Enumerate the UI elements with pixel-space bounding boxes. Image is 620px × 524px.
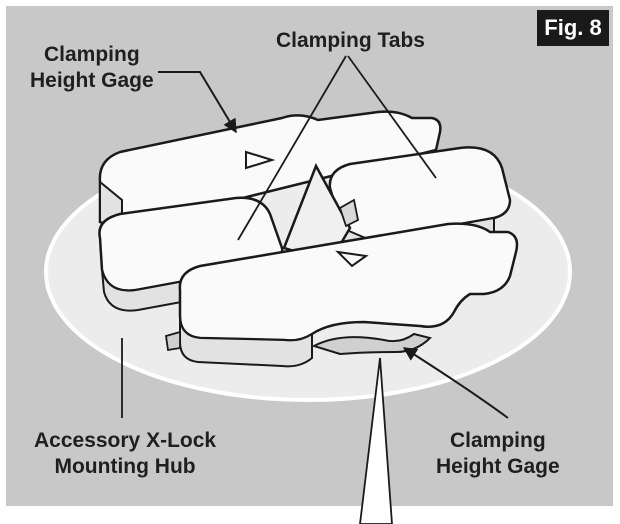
pointer-wedge	[359, 357, 393, 524]
leader-height-gage-bottom	[402, 347, 509, 419]
label-height-gage-bottom-line1: Clamping	[450, 429, 546, 452]
label-mounting-hub-line2: Mounting Hub	[54, 455, 196, 478]
figure-number-badge: Fig. 8	[537, 10, 609, 46]
label-height-gage-top-line2: Height Gage	[30, 69, 154, 92]
label-height-gage-top-line1: Clamping	[44, 43, 140, 66]
leader-clamping-tab-right	[347, 55, 437, 179]
label-mounting-hub-line1: Accessory X-Lock	[34, 429, 217, 452]
label-clamping-tabs: Clamping Tabs	[276, 29, 425, 52]
height-gage-marker-back	[245, 150, 276, 170]
label-mounting-hub: Accessory X-Lock Mounting Hub	[34, 428, 216, 480]
front-clamp-bar	[178, 222, 519, 368]
height-gage-marker-middle	[335, 250, 369, 268]
label-height-gage-top: Clamping Height Gage	[30, 42, 154, 94]
leader-height-gage-top	[158, 71, 237, 134]
label-height-gage-bottom-line2: Height Gage	[436, 455, 560, 478]
leader-clamping-tab-left	[237, 55, 347, 241]
label-height-gage-bottom: Clamping Height Gage	[436, 428, 560, 480]
